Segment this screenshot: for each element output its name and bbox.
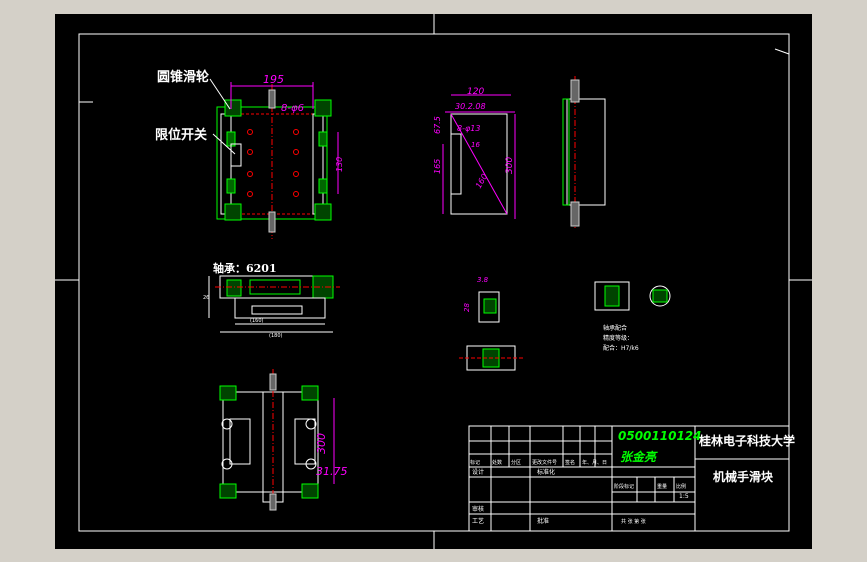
stage-col-0: 阶段标记 <box>614 483 634 490</box>
dim-side-diag: 160 <box>474 172 489 190</box>
top-view: 195 8-φ6 130 <box>209 73 344 239</box>
title-block <box>468 425 790 532</box>
part-name: 机械手滑块 <box>713 469 774 484</box>
svg-text:26: 26 <box>203 295 209 301</box>
small-part-view: 3.8 28 <box>459 276 523 371</box>
dim-side-left: 67.5 <box>433 116 442 134</box>
drawing-frame-outer <box>78 33 790 532</box>
stage-col-1: 重量 <box>657 483 667 490</box>
detail-line1: 精度等级： <box>603 334 633 342</box>
dim-small-vert: 28 <box>463 303 471 312</box>
header-col-5: 年、月、日 <box>582 459 607 466</box>
label-limit-switch: 限位开关 <box>155 128 208 143</box>
row-standard: 标准化 <box>537 468 555 476</box>
row-process: 工艺 <box>472 517 484 525</box>
row-approve: 批准 <box>537 517 549 525</box>
student-id: 0500110124 <box>618 429 702 443</box>
cad-drawing: 195 8-φ6 130 (160) (180) 26 <box>55 14 812 549</box>
stage-col-2: 比例 <box>676 483 686 490</box>
university-name: 桂林电子科技大学 <box>698 433 795 448</box>
dim-side-hole: 8-φ13 <box>457 124 480 133</box>
dim-side-small: 16 <box>471 141 480 149</box>
dim-side-h3: 300 <box>505 157 515 174</box>
side-view-right <box>562 76 606 229</box>
bottom-view: 300 31.75 <box>219 369 348 511</box>
label-bearing: 轴承：6201 <box>213 262 277 275</box>
dim-side-h2: 165 <box>433 159 442 174</box>
dim-top-hole: 8-φ6 <box>281 103 304 114</box>
header-col-4: 签名 <box>565 459 575 466</box>
row-review: 审核 <box>472 505 484 513</box>
bearing-section-view: (160) (180) 26 <box>203 275 340 339</box>
dim-top-width: 195 <box>263 73 284 86</box>
svg-text:(180): (180) <box>269 333 282 339</box>
svg-text:(160): (160) <box>250 318 263 324</box>
header-col-3: 更改文件号 <box>532 459 557 466</box>
side-view: 120 30.2.08 67.5 8-φ13 165 300 16 160 <box>433 87 516 219</box>
dim-bottom-offset: 31.75 <box>316 465 348 478</box>
sheet-count: 共 张 第 张 <box>621 518 646 525</box>
dim-side-h1: 30.2.08 <box>455 102 486 111</box>
drawing-canvas <box>55 14 812 549</box>
header-col-0: 标记 <box>470 459 480 466</box>
dim-small: 3.8 <box>477 276 489 284</box>
row-design: 设计 <box>472 468 484 476</box>
detail-title: 轴承配合 <box>603 324 627 332</box>
header-col-1: 处数 <box>492 459 502 466</box>
header-col-2: 分区 <box>511 459 521 466</box>
dim-top-side: 130 <box>335 157 344 172</box>
scale: 1:5 <box>679 493 689 500</box>
detail-view: 轴承配合 精度等级： 配合：H7/k6 <box>594 281 671 352</box>
label-cone-pulley: 圆锥滑轮 <box>157 70 210 85</box>
dim-side-width: 120 <box>467 87 484 97</box>
student-name: 张金亮 <box>620 450 658 464</box>
dim-bottom-height: 300 <box>315 433 328 454</box>
detail-line2: 配合：H7/k6 <box>603 344 639 352</box>
